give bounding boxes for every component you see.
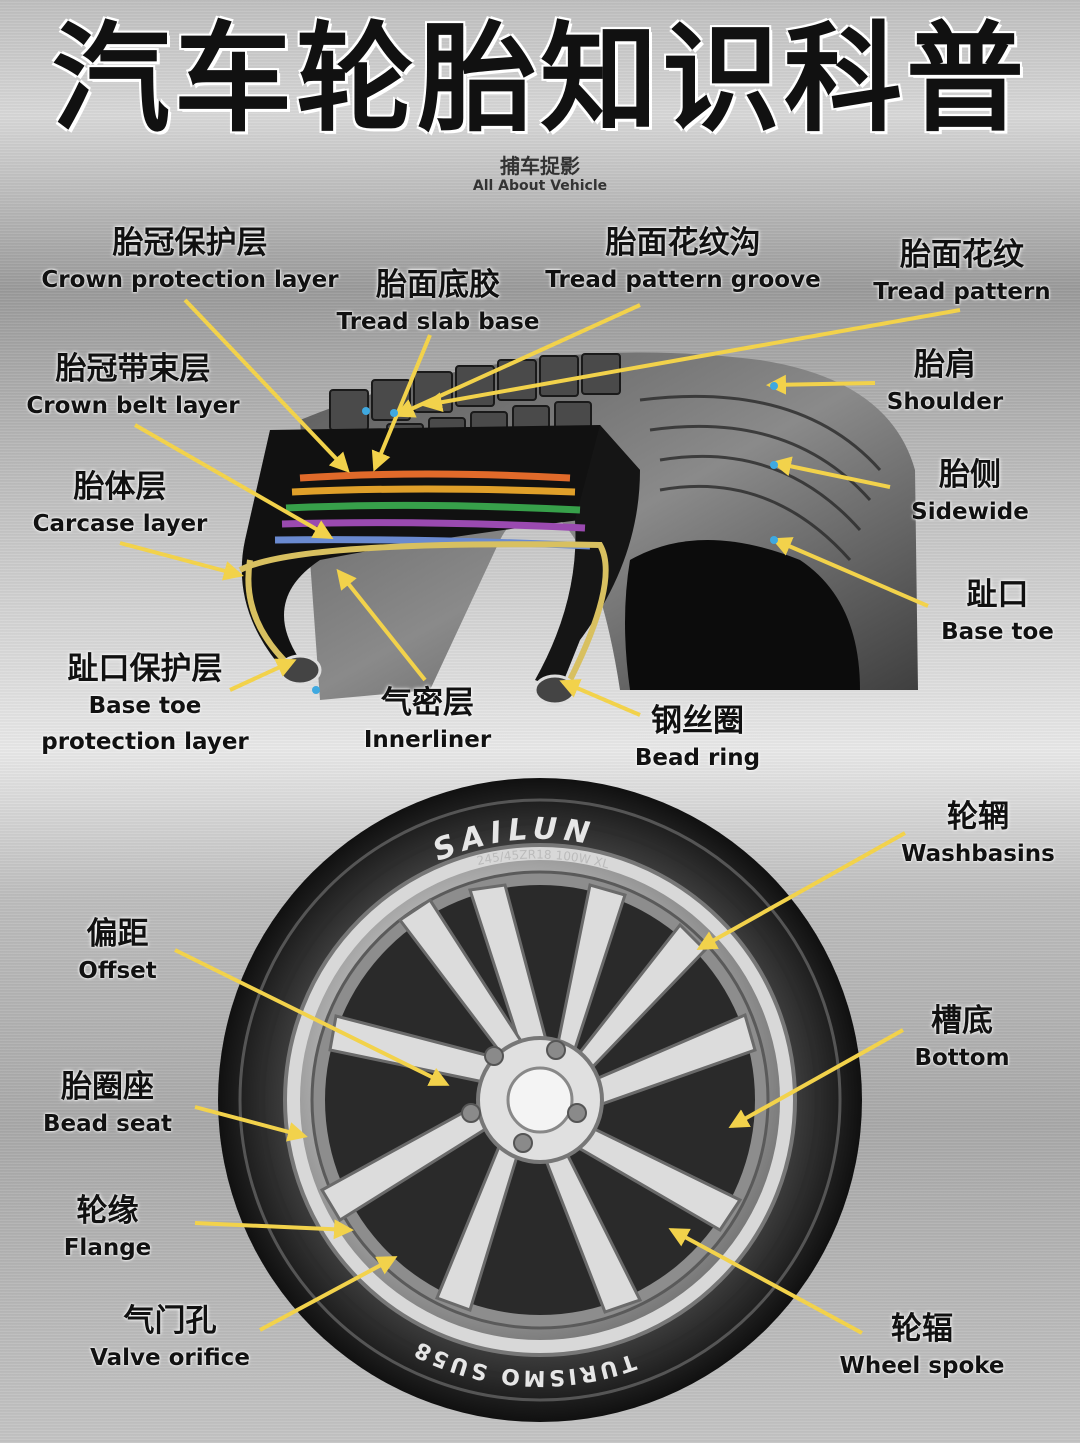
label-en: Base toe xyxy=(88,693,202,719)
label-cn: 轮辐 xyxy=(891,1311,953,1347)
arrow-bead-seat xyxy=(194,1105,308,1142)
label-cn: 轮辋 xyxy=(947,799,1009,835)
arrow-valve-orifice xyxy=(259,1256,398,1332)
label-valve-orifice: 气门孔 Valve orifice xyxy=(75,1302,265,1376)
label-en: Bead ring xyxy=(634,745,761,771)
label-crown-belt-layer: 胎冠带束层 Crown belt layer xyxy=(8,350,258,424)
arrow-wheel-spoke xyxy=(668,1228,863,1335)
label-en: Bead seat xyxy=(43,1111,172,1137)
label-cn: 气门孔 xyxy=(123,1303,217,1339)
label-cn: 趾口 xyxy=(966,577,1029,613)
arrow-carcase-layer xyxy=(119,541,244,581)
label-en: Carcase layer xyxy=(32,511,208,537)
label-cn: 槽底 xyxy=(931,1003,993,1039)
label-en-line2: protection layer xyxy=(41,729,249,755)
label-tread-pattern: 胎面花纹 Tread pattern xyxy=(858,236,1066,310)
tread-blocks xyxy=(329,353,621,465)
label-en: Shoulder xyxy=(886,389,1004,415)
label-tread-pattern-groove: 胎面花纹沟 Tread pattern groove xyxy=(528,224,838,298)
arrow-offset xyxy=(174,948,450,1086)
arrow-base-toe xyxy=(771,537,929,608)
label-cn: 趾口保护层 xyxy=(67,651,223,687)
label-en: Bottom xyxy=(914,1045,1010,1071)
label-cn: 偏距 xyxy=(86,916,149,952)
label-en: Flange xyxy=(63,1235,152,1261)
label-cn: 胎冠带束层 xyxy=(55,351,211,387)
label-flange: 轮缘 Flange xyxy=(45,1192,170,1266)
label-base-toe-protection-layer: 趾口保护层 Base toe protection layer xyxy=(20,650,270,760)
label-cn: 胎面花纹 xyxy=(900,237,1024,273)
label-en: Washbasins xyxy=(901,841,1055,867)
arrow-bead-ring xyxy=(559,679,641,717)
label-cn: 胎面底胶 xyxy=(376,267,500,303)
accent-dots xyxy=(312,382,778,694)
label-crown-protection-layer: 胎冠保护层 Crown protection layer xyxy=(20,224,360,298)
label-en: Tread pattern xyxy=(873,279,1051,305)
arrow-flange xyxy=(194,1219,354,1240)
label-cn: 胎肩 xyxy=(914,347,976,383)
arrow-washbasins xyxy=(696,831,906,950)
label-washbasins: 轮辋 Washbasins xyxy=(888,798,1068,872)
label-cn: 胎体层 xyxy=(73,469,167,505)
label-en: Innerliner xyxy=(363,727,492,753)
tire-arrows xyxy=(119,298,961,717)
arrow-bottom xyxy=(728,1028,904,1128)
arrow-crown-belt-layer xyxy=(134,423,334,539)
label-en: Base toe xyxy=(941,619,1054,645)
tire-cross-section xyxy=(238,352,918,706)
brand-name-cn: 捕车捉影 xyxy=(500,154,580,178)
label-cn: 胎圈座 xyxy=(61,1069,154,1105)
sidewall-ribs xyxy=(639,394,882,561)
label-en: Offset xyxy=(78,958,157,984)
label-bead-seat: 胎圈座 Bead seat xyxy=(30,1068,185,1142)
label-base-toe: 趾口 Base toe xyxy=(925,576,1070,650)
lug-nuts xyxy=(461,1040,587,1153)
wheel-arrows xyxy=(174,831,906,1335)
arrow-innerliner xyxy=(336,568,427,682)
label-en: Crown belt layer xyxy=(26,393,240,419)
label-bead-ring: 钢丝圈 Bead ring xyxy=(620,702,775,776)
label-cn: 钢丝圈 xyxy=(651,703,744,739)
label-tread-slab-base: 胎面底胶 Tread slab base xyxy=(318,266,558,340)
brand-name-en: All About Vehicle xyxy=(472,178,608,194)
label-en: Sidewide xyxy=(911,499,1029,525)
label-bottom: 槽底 Bottom xyxy=(897,1002,1027,1076)
label-wheel-spoke: 轮辐 Wheel spoke xyxy=(832,1310,1012,1384)
label-cn: 胎侧 xyxy=(939,457,1001,493)
label-en: Tread pattern groove xyxy=(545,267,821,293)
label-cn: 胎冠保护层 xyxy=(112,225,268,261)
label-sidewide: 胎侧 Sidewide xyxy=(895,456,1045,530)
label-cn: 胎面花纹沟 xyxy=(605,225,761,261)
label-cn: 轮缘 xyxy=(76,1193,139,1229)
arrow-sidewide xyxy=(771,456,891,489)
label-offset: 偏距 Offset xyxy=(55,915,180,989)
label-carcase-layer: 胎体层 Carcase layer xyxy=(15,468,225,542)
wheel-illustration: SAILUN 245/45ZR18 100W XL TURISMO SU58 xyxy=(218,778,862,1422)
brand-watermark: 捕车捉影 All About Vehicle xyxy=(440,154,640,194)
label-innerliner: 气密层 Innerliner xyxy=(340,684,515,758)
page-title: 汽车轮胎知识科普 xyxy=(51,10,1028,148)
label-en: Valve orifice xyxy=(90,1345,250,1371)
arrow-crown-protection-layer xyxy=(183,298,350,473)
arrow-shoulder xyxy=(766,374,876,395)
arrow-base-toe-protection-layer xyxy=(229,658,297,692)
label-en: Wheel spoke xyxy=(839,1353,1005,1379)
label-en: Tread slab base xyxy=(336,309,540,335)
label-cn: 气密层 xyxy=(381,685,474,721)
label-shoulder: 胎肩 Shoulder xyxy=(870,346,1020,420)
label-en: Crown protection layer xyxy=(41,267,339,293)
arrow-tread-pattern xyxy=(422,308,961,413)
